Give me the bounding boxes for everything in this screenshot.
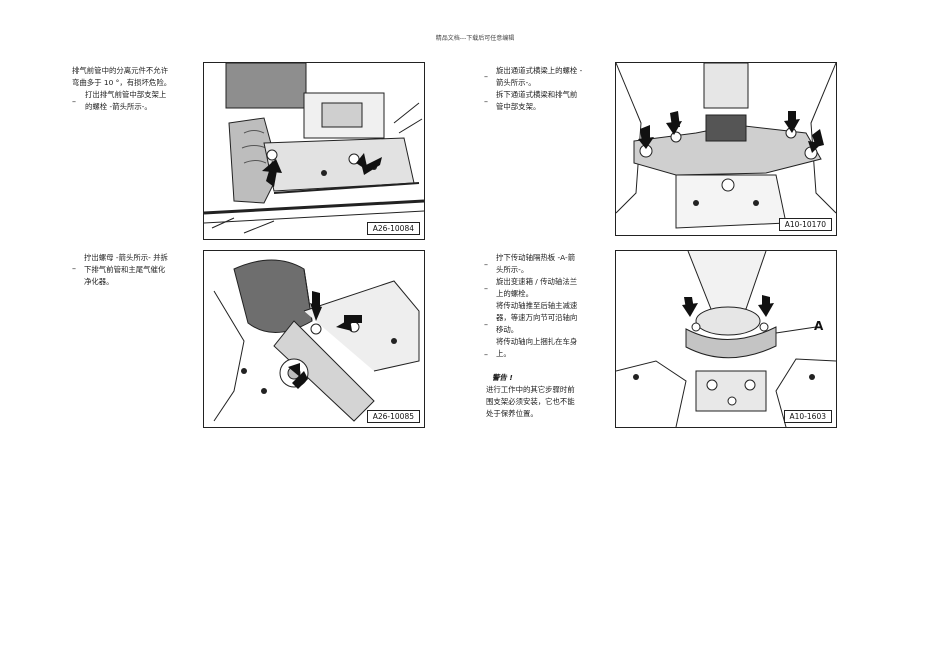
figure-id-label: A10-1603: [783, 410, 832, 423]
text-line: 拆下通道式横梁和排气前: [496, 90, 578, 99]
catalytic-converter-nuts-illustration: [204, 251, 424, 427]
driveshaft-heat-shield-illustration: [616, 251, 836, 427]
text-line: 将传动轴向上捆扎在车身: [496, 337, 578, 346]
text-line: 将传动轴推至后轴主减速: [496, 301, 578, 310]
text-line: 上的螺栓。: [496, 289, 533, 298]
figure-exhaust-center-mount: A26-10084: [203, 62, 425, 240]
step-text-1: 排气前管中的分离元件不允许 弯曲多于 10 °，有损坏危险。 打出排气前管中部支…: [72, 65, 171, 113]
text-line: 下排气前管和主尾气催化: [84, 265, 166, 274]
list-dash: –: [72, 97, 76, 106]
figure-driveshaft-heat-shield: A A10-1603: [615, 250, 837, 428]
exhaust-center-mount-illustration: [204, 63, 424, 239]
text-line: 打出排气前管中部支架上: [85, 90, 167, 99]
text-line: 拧下传动轴隔热板 -A-箭: [496, 253, 576, 262]
list-dash: –: [484, 260, 488, 269]
list-dash: –: [484, 284, 488, 293]
warning-line: 处于保养位置。: [486, 409, 538, 418]
tunnel-crossmember-illustration: [616, 63, 836, 235]
step-text-4: 拧下传动轴隔热板 -A-箭 头所示-。 旋出变速箱 / 传动轴法兰 上的螺栓。 …: [496, 252, 577, 360]
page-header: 精品文档---下载后可任意编辑: [435, 35, 515, 42]
text-line: 旋出通道式横梁上的螺栓 -: [496, 66, 583, 75]
text-line: 器，等速万向节可沿轴向: [496, 313, 578, 322]
figure-catalytic-converter: A26-10085: [203, 250, 425, 428]
text-line: 上。: [496, 349, 511, 358]
text-line: 管中部支架。: [496, 102, 541, 111]
list-dash: –: [484, 350, 488, 359]
list-dash: –: [484, 320, 488, 329]
list-dash: –: [72, 264, 76, 273]
warning-line: 进行工作中的其它步骤时前: [486, 385, 575, 394]
list-dash: –: [484, 72, 488, 81]
warning-line: 围支架必须安装，它也不能: [486, 397, 575, 406]
text-line: 拧出螺母 -箭头所示- 并拆: [84, 253, 168, 262]
text-line: 移动。: [496, 325, 519, 334]
warning-title: 警告 !: [492, 373, 513, 382]
figure-id-label: A10-10170: [778, 218, 832, 231]
text-line: 头所示-。: [496, 265, 529, 274]
text-line: 弯曲多于 10 °，有损坏危险。: [72, 78, 172, 87]
text-line: 的螺栓 -箭头所示-。: [85, 102, 152, 111]
figure-id-label: A26-10084: [366, 222, 420, 235]
text-line: 排气前管中的分离元件不允许: [72, 66, 169, 75]
list-dash: –: [484, 97, 488, 106]
step-text-3: 旋出通道式横梁上的螺栓 - 箭头所示-。 拆下通道式横梁和排气前 管中部支架。: [496, 65, 582, 113]
warning-block: 警告 ! 进行工作中的其它步骤时前 围支架必须安装，它也不能 处于保养位置。: [486, 372, 575, 420]
callout-label-a: A: [814, 319, 824, 333]
step-text-2: 拧出螺母 -箭头所示- 并拆 下排气前管和主尾气催化 净化器。: [84, 252, 168, 288]
figure-id-label: A26-10085: [366, 410, 420, 423]
figure-tunnel-crossmember: A10-10170: [615, 62, 837, 236]
text-line: 箭头所示-。: [496, 78, 536, 87]
text-line: 净化器。: [84, 277, 114, 286]
text-line: 旋出变速箱 / 传动轴法兰: [496, 277, 578, 286]
